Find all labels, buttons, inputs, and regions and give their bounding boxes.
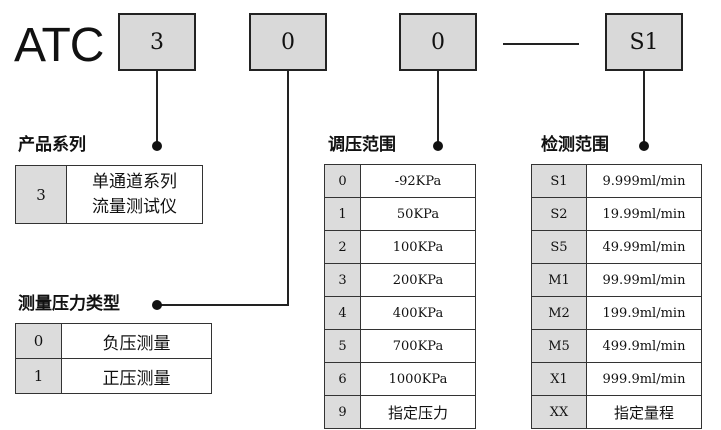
model-prefix: ATC bbox=[14, 19, 104, 72]
detection-range-value: 9.999ml/min bbox=[586, 164, 702, 198]
code-box-pressure-type: 0 bbox=[249, 13, 327, 71]
pressure-range-value: -92KPa bbox=[360, 164, 476, 198]
pressure-range-code: 5 bbox=[324, 329, 361, 363]
pressure-range-code: 4 bbox=[324, 296, 361, 330]
pressure-range-code: 1 bbox=[324, 197, 361, 231]
code-box-series: 3 bbox=[118, 13, 196, 71]
table-row: 0-92KPa bbox=[324, 164, 476, 198]
pressure-range-code: 2 bbox=[324, 230, 361, 264]
detection-range-value: 指定量程 bbox=[586, 395, 702, 429]
detection-range-code: S1 bbox=[531, 164, 587, 198]
connector-detection-range bbox=[643, 71, 645, 146]
pressure-range-code: 3 bbox=[324, 263, 361, 297]
pressure-type-table: 0 负压测量 1 正压测量 bbox=[15, 323, 212, 394]
pressure-type-desc: 正压测量 bbox=[61, 358, 212, 394]
series-description: 单通道系列 流量测试仪 bbox=[66, 165, 203, 224]
pressure-range-value: 50KPa bbox=[360, 197, 476, 231]
pressure-range-value: 700KPa bbox=[360, 329, 476, 363]
pressure-type-code: 1 bbox=[15, 358, 62, 394]
pressure-type-code: 0 bbox=[15, 323, 62, 359]
detection-range-code: M2 bbox=[531, 296, 587, 330]
connector-dot-pressure-range bbox=[433, 141, 443, 151]
detection-range-value: 199.9ml/min bbox=[586, 296, 702, 330]
table-row: 3 单通道系列 流量测试仪 bbox=[15, 165, 203, 224]
series-code: 3 bbox=[15, 165, 67, 224]
connector-pressure-type-horizontal bbox=[158, 304, 289, 306]
detection-range-code: M1 bbox=[531, 263, 587, 297]
connector-dot-detection-range bbox=[639, 141, 649, 151]
pressure-type-heading: 测量压力类型 bbox=[18, 294, 120, 314]
connector-dot-pressure-type bbox=[152, 300, 162, 310]
connector-pressure-range bbox=[437, 71, 439, 146]
detection-range-code: S2 bbox=[531, 197, 587, 231]
pressure-range-value: 100KPa bbox=[360, 230, 476, 264]
pressure-range-code: 0 bbox=[324, 164, 361, 198]
pressure-type-desc: 负压测量 bbox=[61, 323, 212, 359]
connector-pressure-type-vertical bbox=[287, 71, 289, 305]
detection-range-code: X1 bbox=[531, 362, 587, 396]
table-row: 0 负压测量 bbox=[15, 323, 212, 359]
detection-range-code: M5 bbox=[531, 329, 587, 363]
pressure-range-heading: 调压范围 bbox=[328, 135, 396, 155]
detection-range-value: 499.9ml/min bbox=[586, 329, 702, 363]
connector-dot-series bbox=[152, 141, 162, 151]
detection-range-heading: 检测范围 bbox=[541, 135, 609, 155]
detection-range-value: 19.99ml/min bbox=[586, 197, 702, 231]
pressure-range-value: 400KPa bbox=[360, 296, 476, 330]
detection-range-code: S5 bbox=[531, 230, 587, 264]
table-row: 1 正压测量 bbox=[15, 358, 212, 394]
series-desc-line1: 单通道系列 bbox=[92, 171, 177, 192]
pressure-range-value: 1000KPa bbox=[360, 362, 476, 396]
pressure-range-value: 指定压力 bbox=[360, 395, 476, 429]
series-table: 3 单通道系列 流量测试仪 bbox=[15, 165, 203, 224]
series-desc-line2: 流量测试仪 bbox=[92, 196, 177, 217]
series-heading: 产品系列 bbox=[18, 135, 86, 155]
detection-range-code: XX bbox=[531, 395, 587, 429]
separator-dash bbox=[503, 43, 579, 45]
detection-range-value: 999.9ml/min bbox=[586, 362, 702, 396]
pressure-range-code: 6 bbox=[324, 362, 361, 396]
detection-range-value: 99.99ml/min bbox=[586, 263, 702, 297]
code-box-detection-range: S1 bbox=[605, 13, 683, 71]
pressure-range-value: 200KPa bbox=[360, 263, 476, 297]
detection-range-value: 49.99ml/min bbox=[586, 230, 702, 264]
code-box-pressure-range: 0 bbox=[399, 13, 477, 71]
connector-series bbox=[156, 71, 158, 146]
pressure-range-code: 9 bbox=[324, 395, 361, 429]
